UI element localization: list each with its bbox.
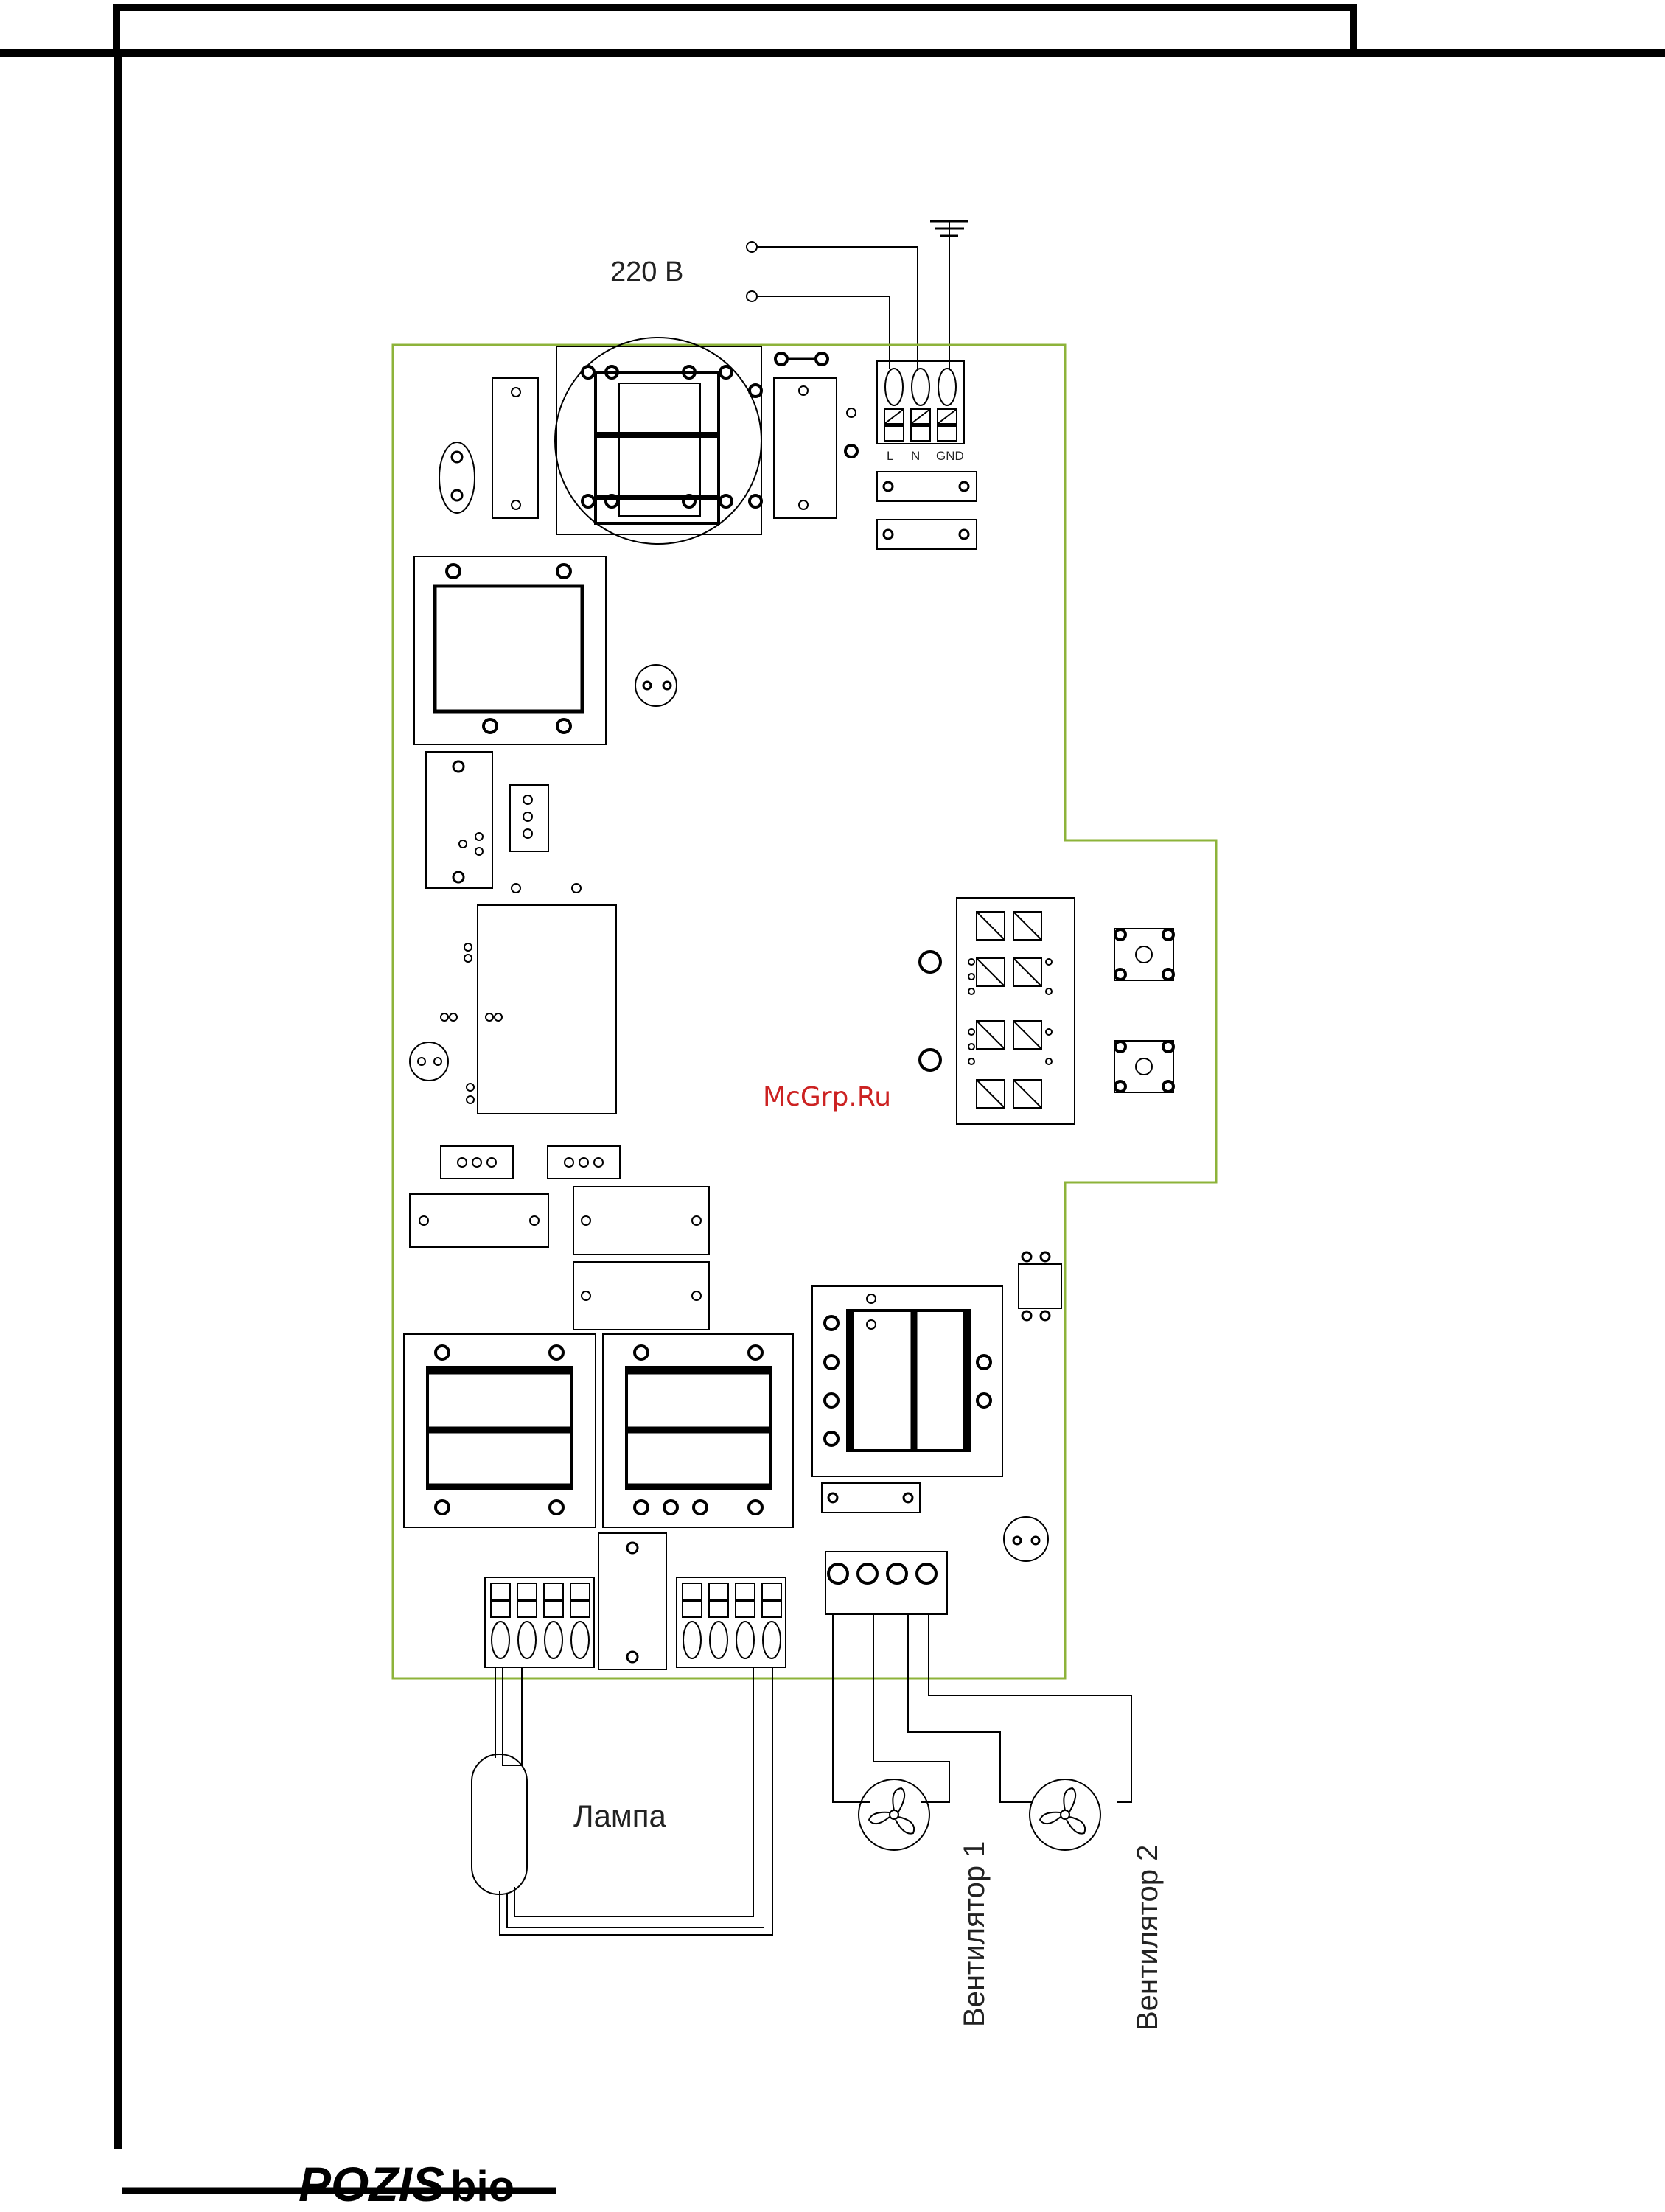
fan-2-label: Вентилятор 2: [1131, 1845, 1165, 2031]
mains-terminal-block: [877, 361, 964, 444]
terminal-label-n: N: [911, 449, 920, 464]
fan-2-icon: [1040, 1788, 1085, 1834]
fan-1-label: Вентилятор 1: [958, 1841, 991, 2027]
fan-1-icon: [869, 1788, 914, 1834]
fan-wiring: [833, 1614, 1131, 1850]
watermark: McGrp.Ru: [763, 1082, 891, 1112]
relay-panel: [920, 898, 1173, 1124]
supply-voltage-label: 220 B: [610, 257, 683, 288]
left-components: [410, 557, 709, 1330]
terminal-label-gnd: GND: [936, 449, 964, 464]
power-supply-wires: [747, 221, 968, 369]
brand-suffix: bio: [450, 2163, 514, 2211]
brand-name: POZIS: [299, 2157, 444, 2211]
terminal-label-l: L: [887, 449, 893, 464]
lower-transformers: [404, 1252, 1061, 1561]
bottom-terminal-blocks: [485, 1533, 947, 1670]
pcb-outline: [393, 345, 1216, 1678]
lamp-label: Лампа: [573, 1798, 666, 1834]
